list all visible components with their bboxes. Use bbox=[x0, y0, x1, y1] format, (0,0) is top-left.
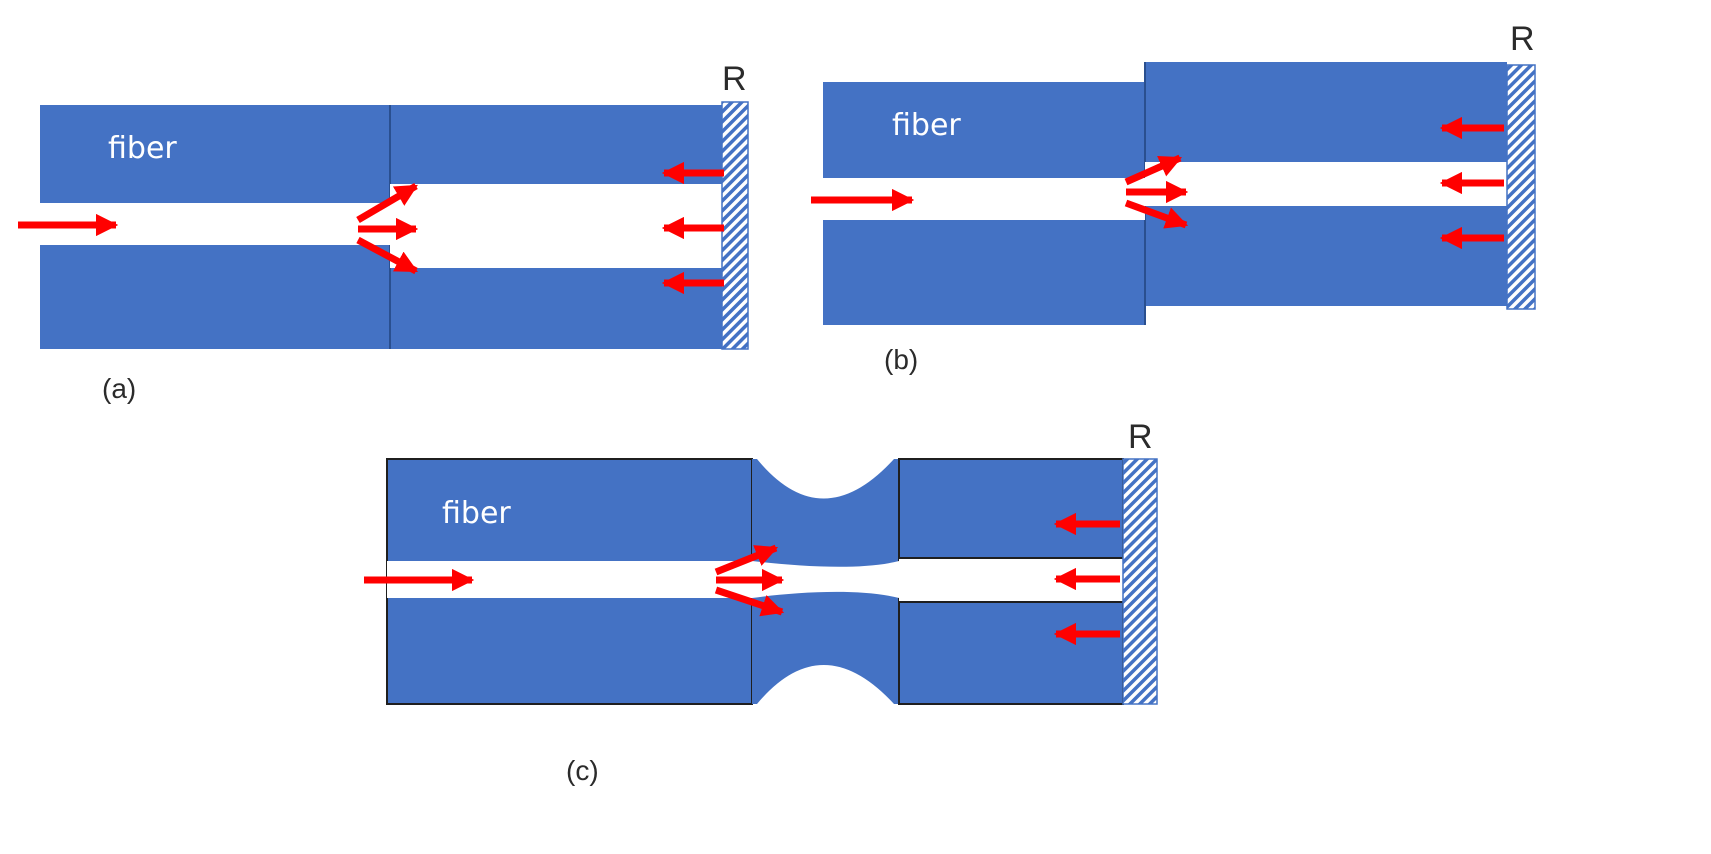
panel-b-mirror bbox=[1506, 64, 1536, 310]
panel-c-out-arrow-up bbox=[714, 544, 779, 576]
panel-b-fiber-label: fiber bbox=[892, 108, 961, 143]
panel-b: fiber R (b) bbox=[811, 20, 1536, 375]
panel-c-fiber-label: fiber bbox=[442, 496, 511, 531]
panel-b-caption: (b) bbox=[884, 344, 918, 375]
panel-a-out-arrow-up bbox=[356, 182, 418, 224]
panel-c: fiber R (c) bbox=[364, 418, 1158, 786]
panel-c-out-arrow-down bbox=[714, 586, 785, 617]
panel-c-mirror-label: R bbox=[1128, 418, 1153, 456]
panel-b-mirror-label: R bbox=[1510, 20, 1535, 58]
panel-c-caption: (c) bbox=[566, 755, 599, 786]
panel-a-mirror-label: R bbox=[722, 60, 747, 98]
panel-a-fiber-label: fiber bbox=[108, 131, 177, 166]
panel-c-mirror bbox=[1122, 458, 1158, 705]
panel-a-out-arrow-down bbox=[356, 236, 418, 275]
panel-a-mirror bbox=[721, 101, 749, 350]
panel-b-out-arrow-up bbox=[1124, 154, 1183, 186]
panel-b-out-arrow-down bbox=[1124, 199, 1189, 229]
panel-a: fiber R (a) bbox=[18, 60, 749, 404]
panel-a-caption: (a) bbox=[102, 373, 136, 404]
panel-c-core-taper bbox=[752, 561, 899, 598]
